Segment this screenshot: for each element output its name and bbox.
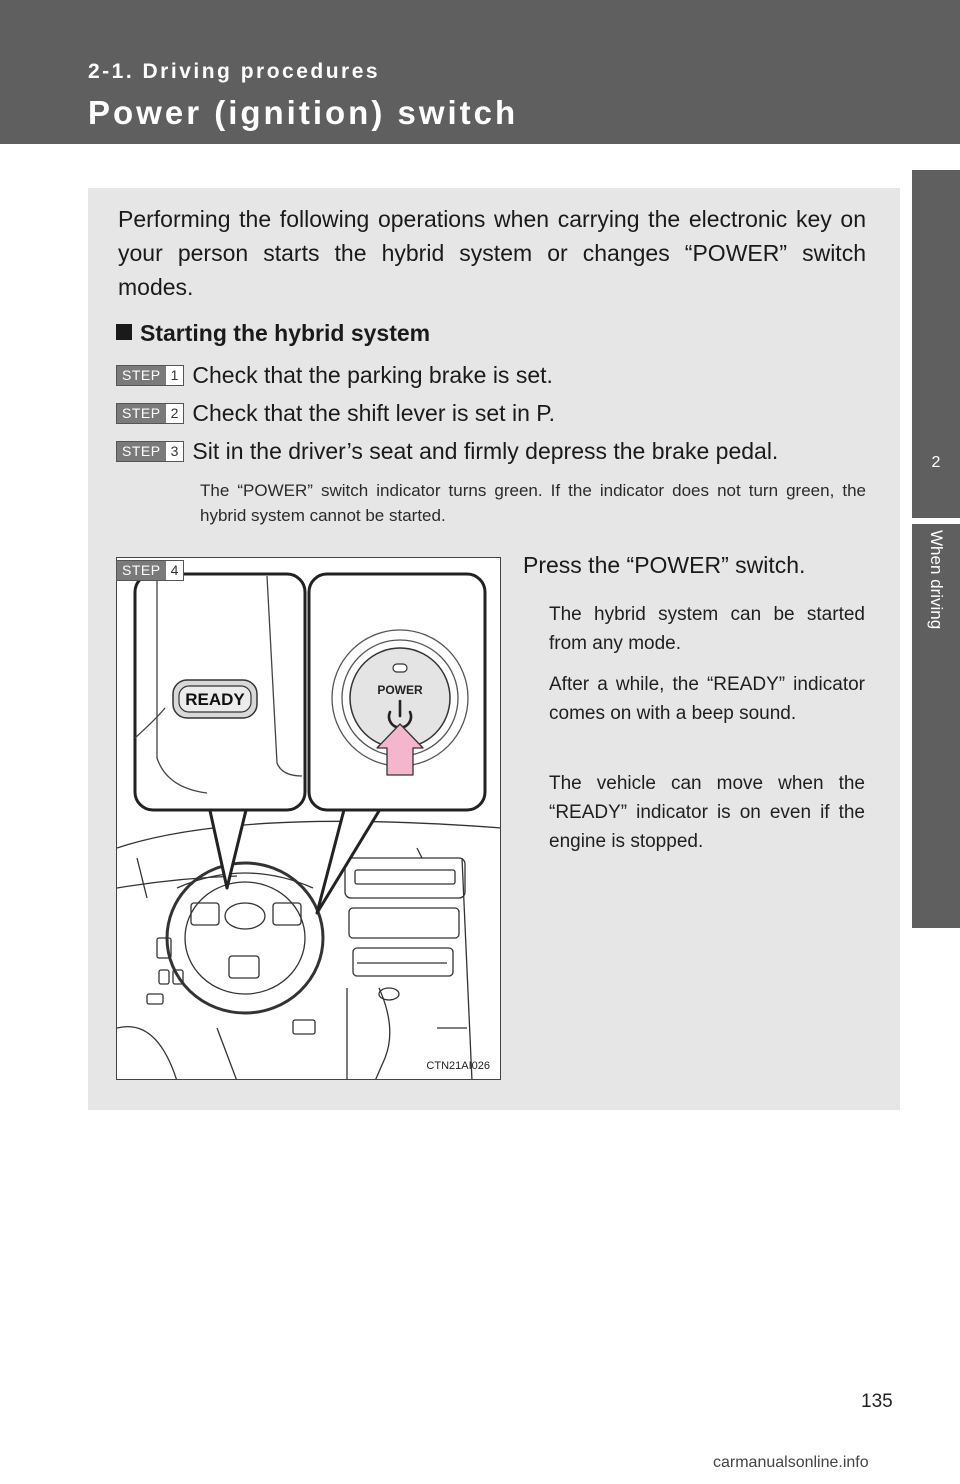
section-label: 2-1. Driving procedures <box>88 60 381 83</box>
subheading-text: Starting the hybrid system <box>140 320 431 346</box>
dashboard-illustration: READY POWER CTN21AI026 <box>116 557 501 1080</box>
step-2: STEP 2 Check that the shift lever is set… <box>116 400 555 427</box>
page-title: Power (ignition) switch <box>88 94 519 131</box>
chapter-name-tab: When driving <box>912 524 960 928</box>
page-header: 2-1. Driving procedures Power (ignition)… <box>0 0 960 144</box>
power-switch-label: POWER <box>377 683 423 697</box>
chapter-name: When driving <box>927 530 946 630</box>
step-4-badge-row: STEP 4 <box>116 560 185 581</box>
step-text: Check that the shift lever is set in P. <box>192 400 556 426</box>
step-text: Check that the parking brake is set. <box>192 362 553 388</box>
step-badge-label: STEP <box>117 404 166 423</box>
subheading: Starting the hybrid system <box>116 320 430 347</box>
step-badge-number: 2 <box>165 404 184 423</box>
chapter-number: 2 <box>931 454 941 471</box>
step-4-note: The vehicle can move when the “READY” in… <box>549 773 865 852</box>
square-bullet-icon <box>116 324 132 340</box>
step-badge-number: 4 <box>165 561 184 580</box>
ready-indicator-label: READY <box>185 690 245 709</box>
step-3: STEP 3 Sit in the driver’s seat and firm… <box>116 438 778 465</box>
step-badge-label: STEP <box>117 442 166 461</box>
step-badge-number: 1 <box>165 366 184 385</box>
step-4-note: After a while, the “READY” indicator com… <box>549 674 865 724</box>
press-arrow-icon <box>376 723 424 776</box>
watermark: carmanualsonline.info <box>713 1454 869 1471</box>
step-badge-label: STEP <box>117 366 166 385</box>
figure-code: CTN21AI026 <box>426 1060 490 1072</box>
step-badge: STEP 1 <box>116 365 185 386</box>
step-3-note: The “POWER” switch indicator turns green… <box>200 481 866 525</box>
step-badge-label: STEP <box>117 561 166 580</box>
step-text: Sit in the driver’s seat and firmly depr… <box>192 438 779 464</box>
step-1: STEP 1 Check that the parking brake is s… <box>116 362 553 389</box>
step-4-note: The hybrid system can be started from an… <box>549 604 865 654</box>
chapter-tab: 2 <box>912 170 960 518</box>
step-badge: STEP 2 <box>116 403 185 424</box>
page-number: 135 <box>861 1391 893 1412</box>
step-4-text: Press the “POWER” switch. <box>523 552 806 578</box>
dashboard-drawing: READY POWER <box>117 572 500 1079</box>
step-badge: STEP 3 <box>116 441 185 462</box>
step-badge-number: 3 <box>165 442 184 461</box>
step-badge: STEP 4 <box>116 560 185 581</box>
intro-paragraph: Performing the following operations when… <box>118 206 866 300</box>
